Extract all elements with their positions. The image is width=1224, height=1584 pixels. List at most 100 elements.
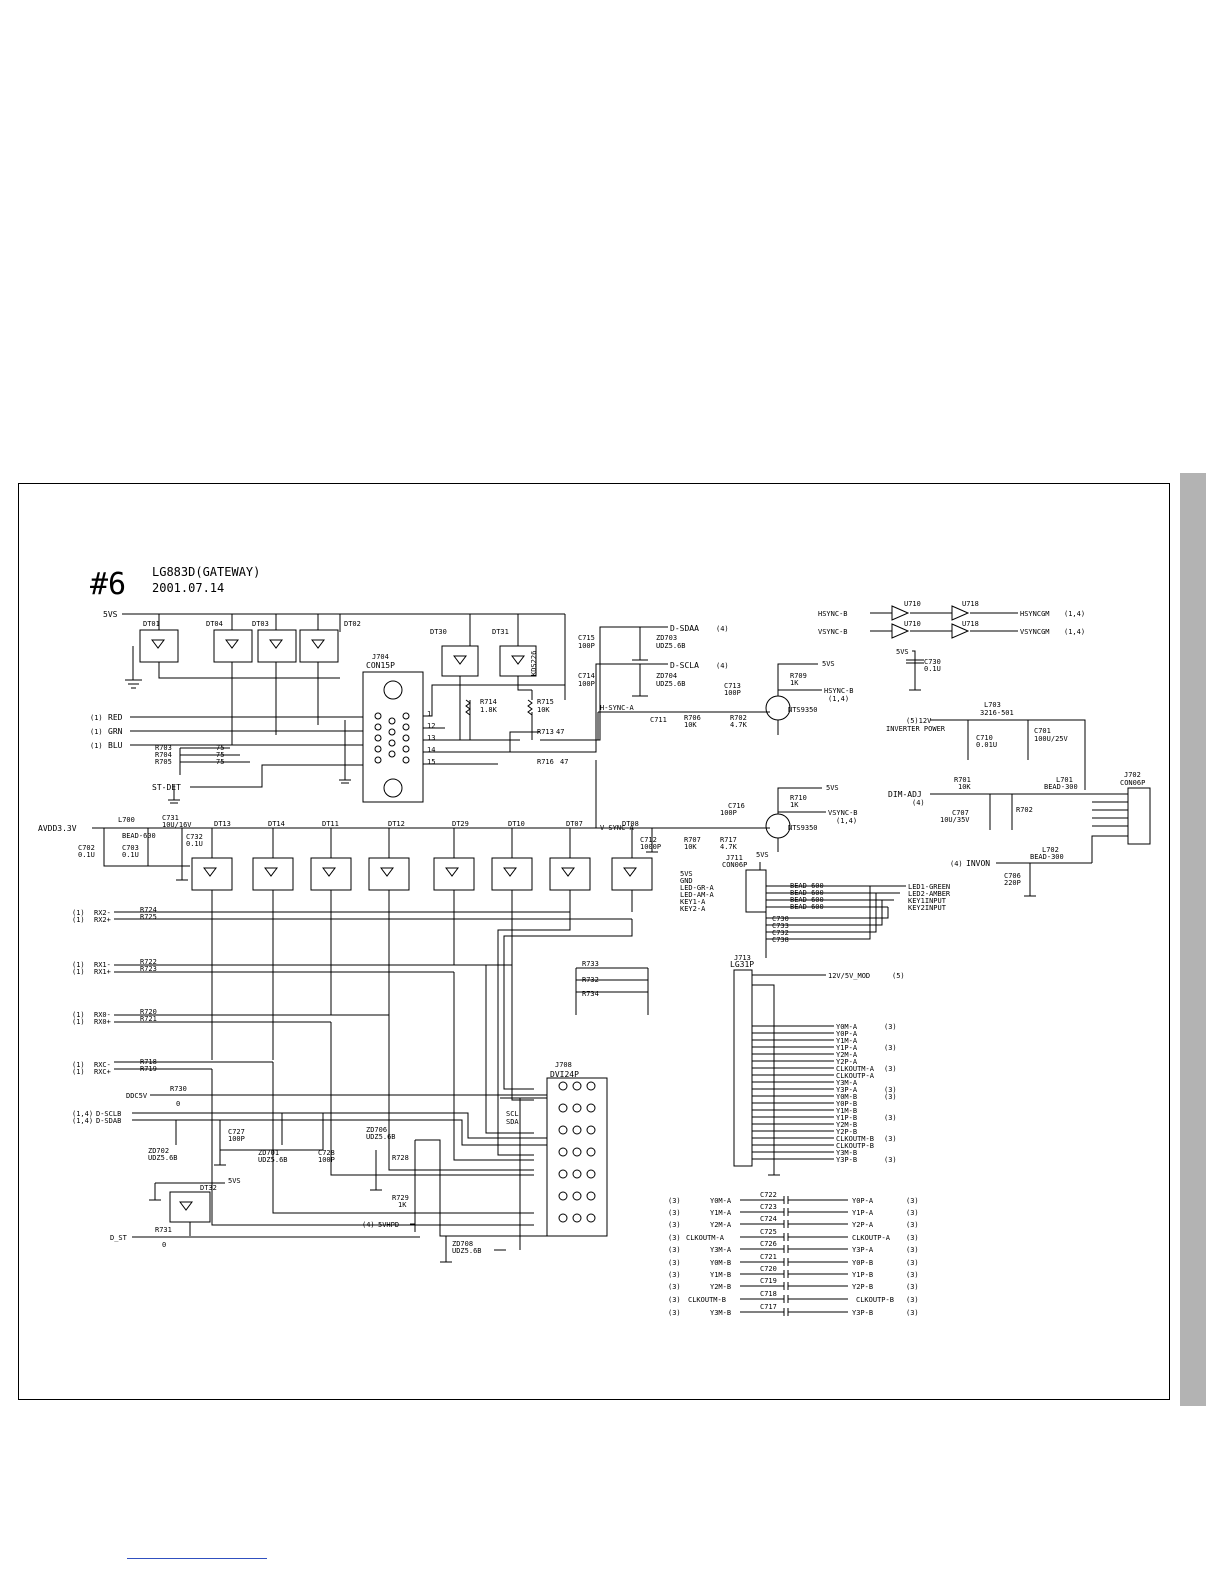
term-ref-a4: (3) xyxy=(668,1246,681,1254)
term-b1-left: Y1M-B xyxy=(710,1271,731,1279)
res-r710-val: 1K xyxy=(790,801,799,809)
res-r724: R724 xyxy=(140,906,157,914)
lvds-a-7: CLKOUTP-A xyxy=(836,1072,875,1080)
revision-date: 2001.07.14 xyxy=(152,581,224,595)
term-a3-right: CLKOUTP-A xyxy=(852,1234,891,1242)
key-pin-key2: KEY2-A xyxy=(680,905,706,913)
lvds-a-4: Y2M-A xyxy=(836,1051,858,1059)
sync-buffers: HSYNC-B VSYNC-B U710 U718 U710 U718 HSYN… xyxy=(818,600,1085,691)
net-d-scla-ref: (4) xyxy=(716,662,729,670)
term-ref-a2: (3) xyxy=(668,1221,681,1229)
diode-part-label: KDS226 xyxy=(530,651,538,676)
buf-out-hs-ref: (1,4) xyxy=(1064,610,1085,618)
cap-c715: C715 xyxy=(578,634,595,642)
tmds-ref-rx2p: (1) xyxy=(72,916,85,924)
res-r720: R720 xyxy=(140,1008,157,1016)
lvds-b-5: Y2P-B xyxy=(836,1128,857,1136)
term-b2-right: Y2P-B xyxy=(852,1283,873,1291)
net-d-sdaa: D-SDAA xyxy=(670,624,699,633)
net-12v-mod: 12V/5V_MOD xyxy=(828,972,870,980)
res-r706: R706 xyxy=(684,714,701,722)
lvds-b-0: Y0M-B xyxy=(836,1093,857,1101)
net-rx2p: RX2+ xyxy=(94,916,111,924)
term-ref-a1-r: (3) xyxy=(906,1209,919,1217)
tmds-ref-rx1m: (1) xyxy=(72,961,85,969)
net-vsync-b: VSYNC-B xyxy=(828,809,858,817)
res-r732: R732 xyxy=(582,976,599,984)
key-bead-3: BEAD-600 xyxy=(790,896,824,904)
bead-l703: L703 xyxy=(984,701,1001,709)
key-bead-4: BEAD-600 xyxy=(790,903,824,911)
net-hsync-b-ref: (1,4) xyxy=(828,695,849,703)
term-b4-left: Y3M-B xyxy=(710,1309,731,1317)
tmds-inputs: (1) RX2- R724 (1) RX2+ R725 (1) RX1- R72… xyxy=(72,906,649,1226)
term-a4-right: Y3P-A xyxy=(852,1246,874,1254)
term-ref-b4: (3) xyxy=(668,1309,681,1317)
lvds-a-9: Y3P-A xyxy=(836,1086,858,1094)
res-r730-val: 0 xyxy=(176,1100,180,1108)
cap-c728-val: 100P xyxy=(318,1156,335,1164)
term-b4-right: Y3P-B xyxy=(852,1309,873,1317)
net-key1input: KEY1INPUT xyxy=(908,897,947,905)
key-connector-j711: 5VS J711 CON06P 5VS GND LED-GR-A LED-AM-… xyxy=(680,851,951,958)
term-ref-b2-r: (3) xyxy=(906,1283,919,1291)
net-d-sclb: D-SCLB xyxy=(96,1110,121,1118)
ref-red: (1) xyxy=(90,714,103,722)
bead-l702: L702 xyxy=(1042,846,1059,854)
term-a1-right: Y1P-A xyxy=(852,1209,874,1217)
lvds-b-3: Y1P-B xyxy=(836,1114,857,1122)
res-r731: R731 xyxy=(155,1226,172,1234)
j702-type: CON06P xyxy=(1120,779,1145,787)
res-r714: R714 xyxy=(480,698,497,706)
zener-zd704: ZD704 xyxy=(656,672,677,680)
j711-type: CON06P xyxy=(722,861,747,869)
diode-dt31: DT31 xyxy=(492,628,509,636)
res-r707: R707 xyxy=(684,836,701,844)
net-vsync-b-ref: (1,4) xyxy=(836,817,857,825)
term-a3-cap: C725 xyxy=(760,1228,777,1236)
res-r710: R710 xyxy=(790,794,807,802)
tmds-ref-rx0p: (1) xyxy=(72,1018,85,1026)
net-invon-ref: (4) xyxy=(950,860,963,868)
vga-inputs: (1) RED (1) GRN (1) BLU R703 R704 R705 7… xyxy=(90,713,345,804)
cap-c706-val: 220P xyxy=(1004,879,1021,887)
dvi-scl-label: SCL xyxy=(506,1110,519,1118)
term-b0-right: Y0P-B xyxy=(852,1259,873,1267)
dvi-sda-label: SDA xyxy=(506,1118,519,1126)
res-r731-val: 0 xyxy=(162,1241,166,1249)
diode-dt08: DT08 xyxy=(622,820,639,828)
buf-u710-b: U710 xyxy=(904,620,921,628)
zener-zd706-val: UDZ5.6B xyxy=(366,1133,396,1141)
diode-dt29: DT29 xyxy=(452,820,469,828)
rail-5vs-v: 5VS xyxy=(826,784,839,792)
lvds-a-5: Y2P-A xyxy=(836,1058,858,1066)
cap-c701-val: 100U/25V xyxy=(1034,735,1069,743)
res-r730: R730 xyxy=(170,1085,187,1093)
vga-pin-15: 15 xyxy=(427,758,435,766)
rail-5vs-label: 5VS xyxy=(103,610,118,619)
cap-c707-val: 10U/35V xyxy=(940,816,970,824)
vga-protection-section: 5VS DT01 DT04 DT03 DT02 DT30 DT31 KDS226 xyxy=(103,0,566,745)
diode-dt04: DT04 xyxy=(206,620,223,628)
term-a4-left: Y3M-A xyxy=(710,1246,732,1254)
cap-c702-val: 0.1U xyxy=(78,851,95,859)
cap-c710: C710 xyxy=(976,734,993,742)
net-12v-mod-ref: (5) xyxy=(892,972,905,980)
cap-c714: C714 xyxy=(578,672,595,680)
term-b2-left: Y2M-B xyxy=(710,1283,731,1291)
buf-in-hs: HSYNC-B xyxy=(818,610,848,618)
rail-5vs-h: 5VS xyxy=(822,660,835,668)
res-r705: R705 xyxy=(155,758,172,766)
term-ref-a0-r: (3) xyxy=(906,1197,919,1205)
diode-dt01: DT01 xyxy=(143,620,160,628)
term-a0-left: Y0M-A xyxy=(710,1197,732,1205)
res-r729: R729 xyxy=(392,1194,409,1202)
res-r704: R704 xyxy=(155,751,172,759)
term-ref-b0: (3) xyxy=(668,1259,681,1267)
buf-out-hs: HSYNCGM xyxy=(1020,610,1050,618)
tmds-ref-rx0m: (1) xyxy=(72,1011,85,1019)
net-d-st: D_ST xyxy=(110,1234,128,1242)
buf-u710-a: U710 xyxy=(904,600,921,608)
lvds-b-1: Y0P-B xyxy=(836,1100,857,1108)
net-rx1m: RX1- xyxy=(94,961,111,969)
